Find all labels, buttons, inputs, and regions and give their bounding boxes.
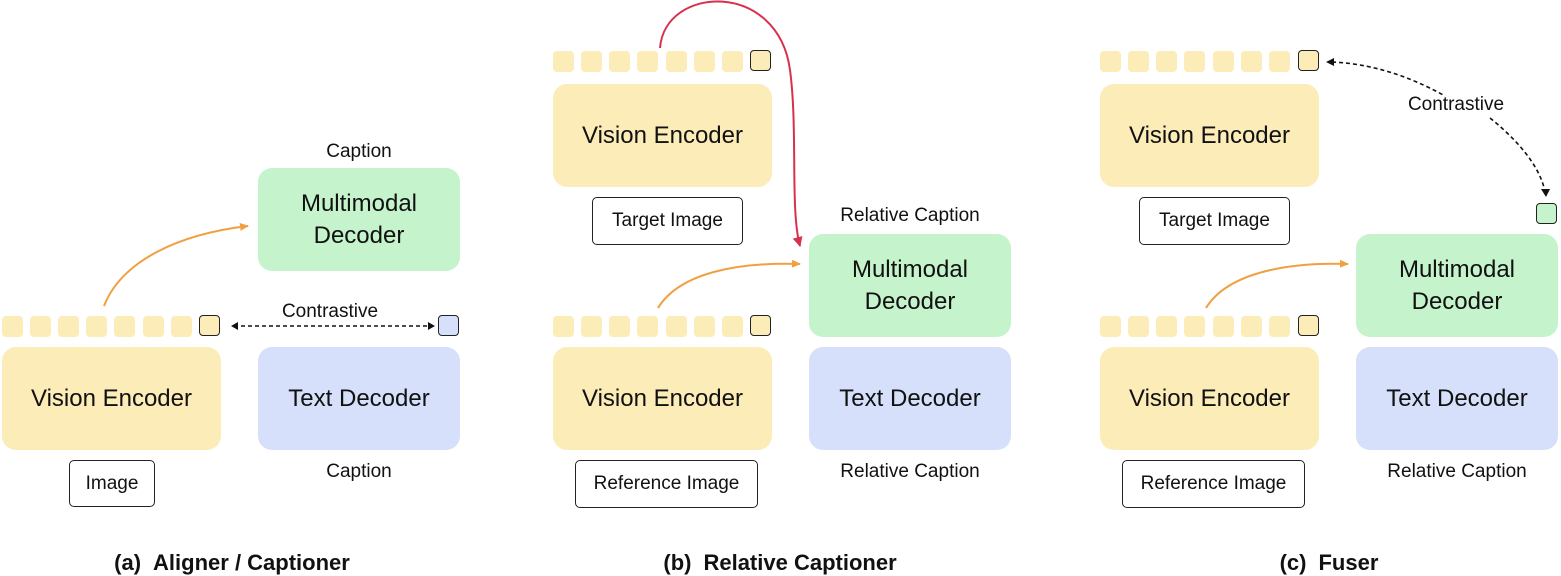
text-decoder: Text Decoder: [1356, 347, 1558, 450]
caption-tag: (b): [663, 550, 692, 575]
orange-arrow: [657, 259, 801, 309]
panel-caption: (a) Aligner / Captioner: [114, 550, 350, 576]
token: [1269, 51, 1290, 72]
token: [2, 316, 23, 337]
multimodal-top-label: Caption: [326, 141, 392, 162]
token: [609, 316, 630, 337]
contrastive-arrowhead-right: [428, 322, 435, 330]
multimodal-decoder: Multimodal Decoder: [1356, 234, 1558, 337]
contrastive-arrowhead-bottom: [1541, 189, 1550, 197]
token: [609, 51, 630, 72]
contrastive-arrowhead-left: [231, 322, 238, 330]
token: [1184, 51, 1205, 72]
token: [722, 51, 743, 72]
token: [581, 51, 602, 72]
token: [553, 51, 574, 72]
cls-token: [1298, 50, 1319, 71]
token: [1184, 316, 1205, 337]
orange-arrow: [103, 222, 249, 307]
multimodal-top-label: Relative Caption: [840, 205, 980, 226]
text-decoder: Text Decoder: [809, 347, 1011, 450]
token: [1128, 51, 1149, 72]
cls-token: [750, 315, 771, 336]
token: [1213, 51, 1234, 72]
caption-tag: (a): [114, 550, 142, 575]
orange-arrow: [1205, 259, 1349, 309]
reference-vision-encoder: Vision Encoder: [1100, 347, 1319, 450]
text-cls-token: [438, 315, 459, 336]
fused-cls-token: [1536, 203, 1557, 224]
text-decoder-label: Caption: [326, 461, 392, 482]
image-input: Image: [69, 460, 155, 507]
text-decoder-label: Relative Caption: [840, 461, 980, 482]
token: [1241, 316, 1262, 337]
contrastive-label: Contrastive: [281, 301, 379, 322]
contrastive-curve: [1331, 61, 1546, 193]
multimodal-decoder: Multimodal Decoder: [809, 234, 1011, 337]
token: [722, 316, 743, 337]
reference-image-input: Reference Image: [575, 460, 758, 508]
token: [143, 316, 164, 337]
token: [581, 316, 602, 337]
cls-token: [750, 50, 771, 71]
token: [1100, 51, 1121, 72]
token: [637, 51, 658, 72]
token: [1241, 51, 1262, 72]
reference-vision-encoder: Vision Encoder: [553, 347, 772, 450]
text-decoder: Text Decoder: [258, 347, 460, 450]
text-decoder-label: Relative Caption: [1387, 461, 1527, 482]
target-image-input: Target Image: [592, 197, 743, 245]
token: [114, 316, 135, 337]
caption-title: Fuser: [1318, 550, 1379, 575]
panel-caption: (c) Fuser: [1280, 550, 1379, 576]
token: [171, 316, 192, 337]
token: [637, 316, 658, 337]
target-vision-encoder: Vision Encoder: [553, 84, 772, 187]
token: [694, 316, 715, 337]
caption-tag: (c): [1279, 550, 1307, 575]
token: [666, 51, 687, 72]
contrastive-arrowhead-left: [1326, 58, 1334, 66]
cls-token: [1298, 315, 1319, 336]
token: [1156, 316, 1177, 337]
contrastive-label: Contrastive: [1407, 94, 1505, 115]
token: [30, 316, 51, 337]
panel-caption: (b) Relative Captioner: [663, 550, 896, 576]
token: [666, 316, 687, 337]
token: [1213, 316, 1234, 337]
caption-title: Relative Captioner: [703, 550, 897, 575]
multimodal-decoder: Multimodal Decoder: [258, 168, 460, 271]
token: [1269, 316, 1290, 337]
target-vision-encoder: Vision Encoder: [1100, 84, 1319, 187]
token: [1128, 316, 1149, 337]
token: [58, 316, 79, 337]
cls-token: [199, 315, 220, 336]
target-image-input: Target Image: [1139, 197, 1290, 245]
token: [1100, 316, 1121, 337]
vision-encoder: Vision Encoder: [2, 347, 221, 450]
token: [1156, 51, 1177, 72]
token: [86, 316, 107, 337]
reference-image-input: Reference Image: [1122, 460, 1305, 508]
token: [694, 51, 715, 72]
token: [553, 316, 574, 337]
caption-title: Aligner / Captioner: [153, 550, 350, 575]
